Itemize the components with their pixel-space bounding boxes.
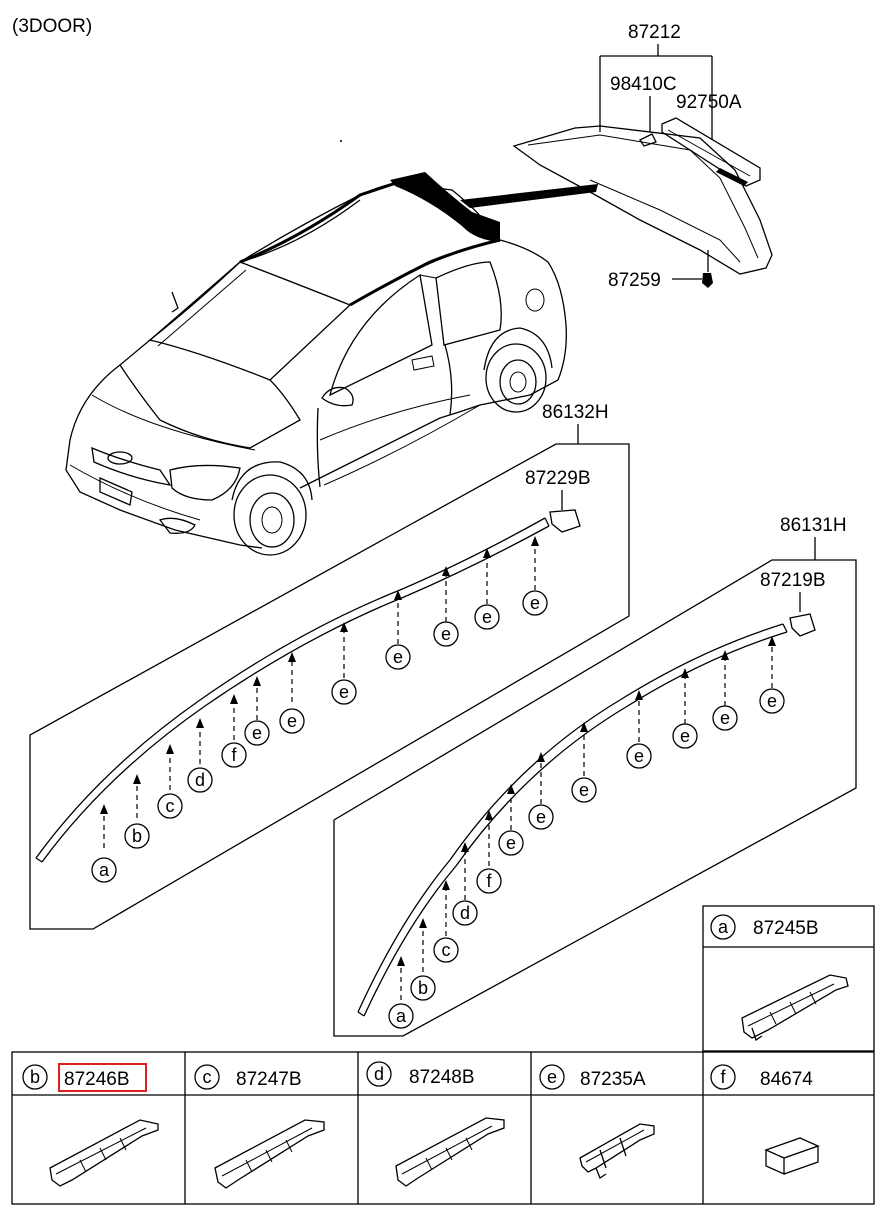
legend-c-part: 87247B xyxy=(236,1069,302,1090)
marker-b: b xyxy=(418,978,428,998)
legend-c: c 87247B xyxy=(194,1064,325,1189)
arrows-right xyxy=(397,636,776,1000)
moulding-left-group: 86132H 87229B a b c d xyxy=(29,402,630,930)
marker-d: d xyxy=(195,770,205,790)
moulding-left-clip-label: 87229B xyxy=(525,468,591,489)
spoiler-part-label-0: 98410C xyxy=(610,74,677,95)
legend-row-frame xyxy=(11,1051,875,1205)
marker-e: e xyxy=(767,691,777,711)
moulding-right-group: 86131H 87219B a b c d xyxy=(333,515,857,1037)
marker-b: b xyxy=(132,826,142,846)
legend-a-letter: a xyxy=(718,917,729,937)
markers-left: a b c d f e e e e e e e xyxy=(91,590,548,883)
legend-d-letter: d xyxy=(374,1064,384,1084)
spoiler-group: 87212 98410C 92750A 87259 xyxy=(512,22,773,291)
legend-e-part: 87235A xyxy=(580,1069,646,1090)
marker-e: e xyxy=(339,682,349,702)
moulding-left-part-label: 86132H xyxy=(542,402,609,423)
clip-d-icon xyxy=(395,1117,505,1187)
clip-b-icon xyxy=(49,1119,159,1187)
legend-f-part: 84674 xyxy=(760,1069,813,1090)
marker-a: a xyxy=(99,860,110,880)
legend-b-part: 87246B xyxy=(64,1069,130,1090)
marker-c: c xyxy=(166,796,175,816)
marker-e: e xyxy=(720,708,730,728)
marker-e: e xyxy=(393,647,403,667)
legend-e-letter: e xyxy=(547,1067,557,1087)
legend-f-letter: f xyxy=(720,1067,726,1087)
marker-e: e xyxy=(506,833,516,853)
spoiler-assembly-label: 87212 xyxy=(628,22,681,43)
legend-f: f 84674 xyxy=(710,1064,820,1176)
car-illustration xyxy=(65,140,598,556)
marker-f: f xyxy=(486,871,492,891)
marker-e: e xyxy=(536,807,546,827)
spoiler-part-label-1: 92750A xyxy=(676,92,742,113)
legend-a: a 87245B xyxy=(702,905,875,1052)
arrows-left xyxy=(100,536,539,848)
clip-e-icon xyxy=(579,1123,655,1179)
marker-e: e xyxy=(482,607,492,627)
legend-c-letter: c xyxy=(203,1067,212,1087)
legend-b: b 87246B xyxy=(22,1063,159,1187)
spoiler-fastener-label: 87259 xyxy=(608,270,661,291)
marker-e: e xyxy=(579,780,589,800)
marker-c: c xyxy=(442,940,451,960)
markers-right: a b c d f e e e e e e e xyxy=(388,688,785,1029)
legend-b-letter: b xyxy=(30,1067,40,1087)
marker-e: e xyxy=(530,593,540,613)
pad-f-icon xyxy=(764,1137,820,1176)
marker-d: d xyxy=(460,903,470,923)
marker-e: e xyxy=(252,723,262,743)
legend-d: d 87248B xyxy=(366,1061,505,1187)
moulding-right-clip-label: 87219B xyxy=(760,570,826,591)
marker-a: a xyxy=(396,1006,407,1026)
variant-label: (3DOOR) xyxy=(12,16,92,37)
moulding-right-part-label: 86131H xyxy=(780,515,847,536)
marker-e: e xyxy=(441,624,451,644)
clip-a-icon xyxy=(741,974,849,1042)
legend-b-highlight xyxy=(58,1063,147,1092)
legend-d-part: 87248B xyxy=(409,1067,475,1088)
clip-c-icon xyxy=(214,1119,325,1189)
marker-e: e xyxy=(680,726,690,746)
marker-e: e xyxy=(634,746,644,766)
legend-a-part: 87245B xyxy=(753,918,819,939)
marker-e: e xyxy=(287,711,297,731)
marker-f: f xyxy=(231,745,237,765)
legend-e: e 87235A xyxy=(539,1064,655,1179)
